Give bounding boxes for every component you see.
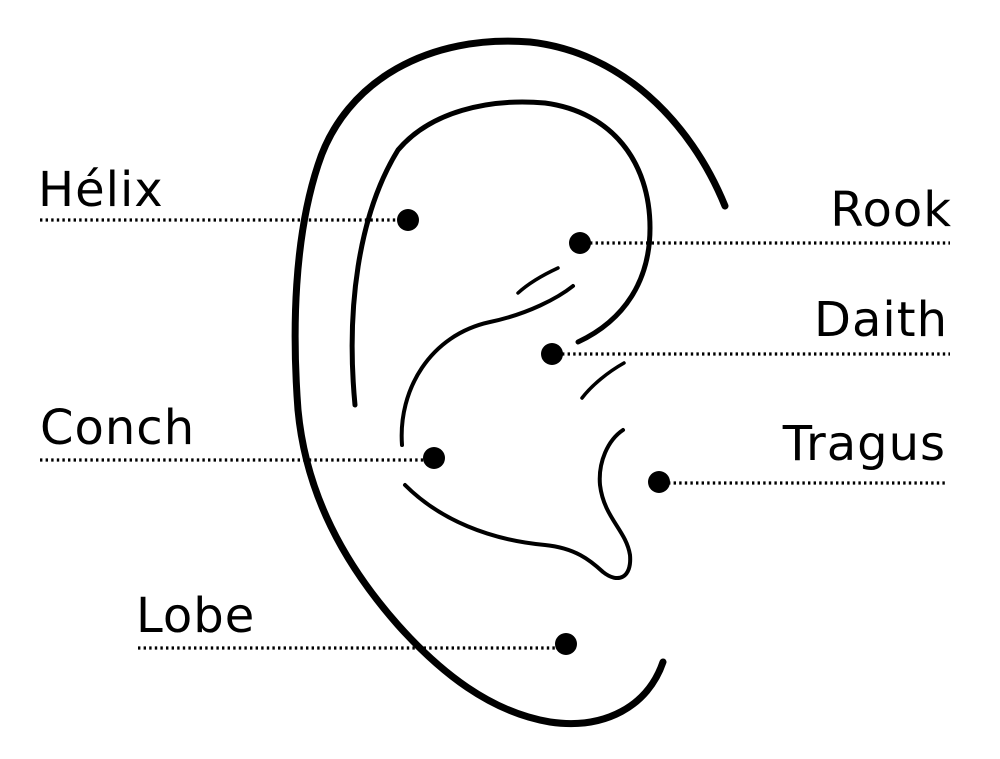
concha-bottom-line xyxy=(403,428,633,580)
lobe-label: Lobe xyxy=(136,588,256,644)
helix-label: Hélix xyxy=(38,162,164,218)
daith-label: Daith xyxy=(814,292,948,348)
tragus-point xyxy=(648,471,670,493)
conch-label: Conch xyxy=(40,400,196,456)
fold-stroke-upper xyxy=(516,266,560,295)
rook-label: Rook xyxy=(830,182,952,238)
rook-point xyxy=(569,232,591,254)
ear-outer-contour xyxy=(291,37,729,727)
lobe-point xyxy=(555,633,577,655)
antihelix-line xyxy=(399,284,575,447)
helix-fold-line xyxy=(349,99,653,408)
conch-point xyxy=(423,447,445,469)
tragus-label: Tragus xyxy=(782,416,946,472)
daith-point xyxy=(541,343,563,365)
fold-stroke-lower xyxy=(580,361,626,400)
helix-point xyxy=(397,209,419,231)
